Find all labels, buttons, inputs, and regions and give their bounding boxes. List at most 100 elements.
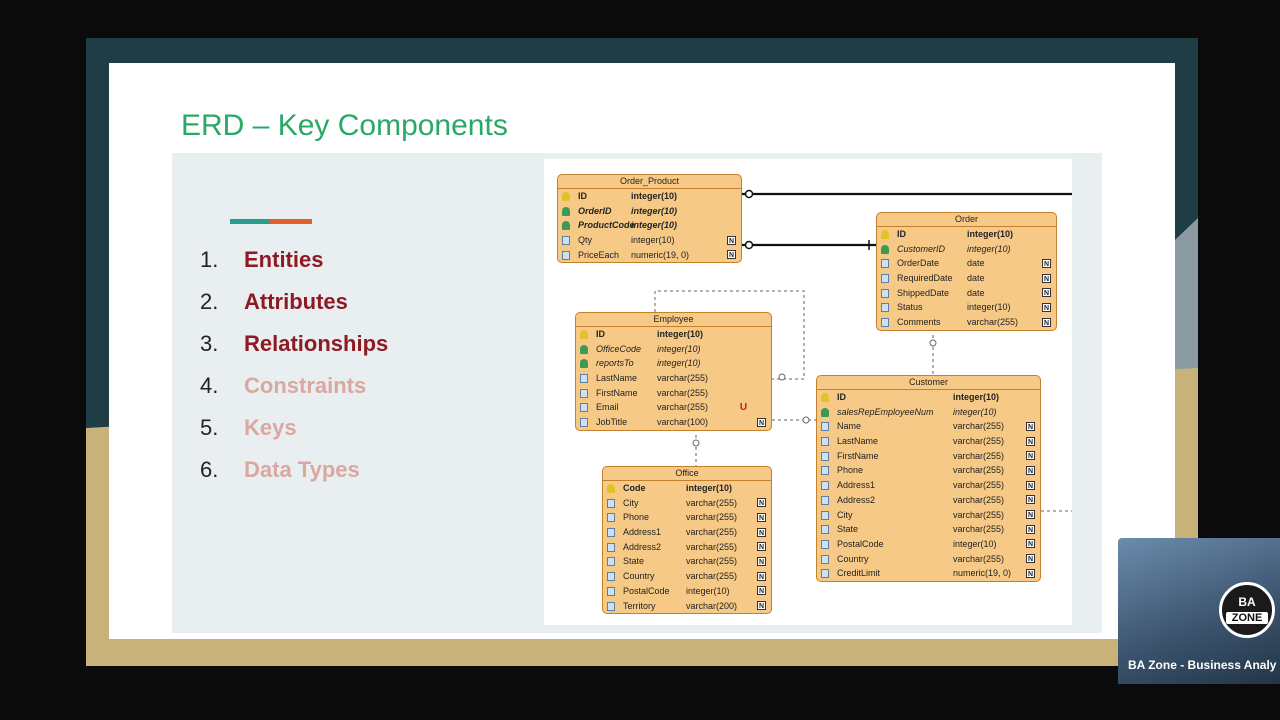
- column-type: varchar(200): [686, 600, 738, 611]
- column-icon: [607, 557, 615, 567]
- column-icon: [821, 539, 829, 549]
- column-type: integer(10): [631, 191, 678, 201]
- column-type: varchar(255): [953, 421, 1005, 432]
- column-type: integer(10): [657, 343, 701, 354]
- column-name: Address2: [837, 494, 876, 505]
- column-name: City: [837, 509, 853, 520]
- column-type: integer(10): [967, 302, 1011, 313]
- nullable-badge: N: [1026, 539, 1035, 549]
- column-icon: [821, 510, 829, 520]
- erd-column[interactable]: Address1 varchar(255) N: [603, 525, 771, 540]
- column-type: varchar(255): [686, 571, 738, 582]
- column-name: FirstName: [596, 387, 638, 398]
- column-name: Qty: [578, 235, 593, 246]
- primary-key-icon: [881, 230, 889, 239]
- column-icon: [607, 542, 615, 552]
- nullable-badge: N: [757, 542, 766, 552]
- column-name: ID: [578, 191, 587, 201]
- column-icon: [821, 554, 829, 564]
- column-type: varchar(255): [686, 556, 738, 567]
- column-icon: [821, 422, 829, 432]
- column-type: integer(10): [657, 329, 704, 339]
- column-type: date: [967, 287, 985, 298]
- column-name: reportsTo: [596, 358, 634, 369]
- column-name: Phone: [837, 465, 864, 476]
- erd-column[interactable]: Qty integer(10) N: [558, 233, 741, 248]
- column-icon: [562, 250, 570, 260]
- nullable-badge: N: [727, 235, 736, 245]
- column-type: integer(10): [953, 538, 997, 549]
- nullable-badge: N: [1026, 465, 1035, 475]
- column-type: integer(10): [631, 235, 675, 246]
- column-icon: [821, 466, 829, 476]
- column-type: varchar(255): [686, 497, 738, 508]
- column-type: varchar(255): [686, 527, 738, 538]
- column-type: date: [967, 273, 985, 284]
- column-icon: [881, 259, 889, 269]
- erd-column[interactable]: ID integer(10): [558, 189, 741, 204]
- column-name: Address1: [623, 527, 662, 538]
- column-icon: [580, 403, 588, 413]
- nullable-badge: N: [1042, 273, 1051, 283]
- channel-logo: BA ZONE: [1219, 582, 1275, 638]
- list-item: 6.Data Types: [200, 457, 360, 482]
- column-name: ShippedDate: [897, 287, 950, 298]
- column-name: OrderDate: [897, 258, 940, 269]
- column-type: integer(10): [953, 406, 997, 417]
- column-type: varchar(100): [657, 417, 709, 428]
- column-type: varchar(255): [686, 541, 738, 552]
- column-name: Code: [623, 483, 646, 493]
- column-name: PostalCode: [623, 585, 670, 596]
- nullable-badge: N: [1026, 510, 1035, 519]
- column-name: Email: [596, 402, 619, 413]
- column-name: LastName: [837, 436, 879, 447]
- nullable-badge: N: [757, 527, 766, 537]
- column-name: Country: [837, 553, 869, 564]
- column-type: varchar(255): [657, 402, 709, 413]
